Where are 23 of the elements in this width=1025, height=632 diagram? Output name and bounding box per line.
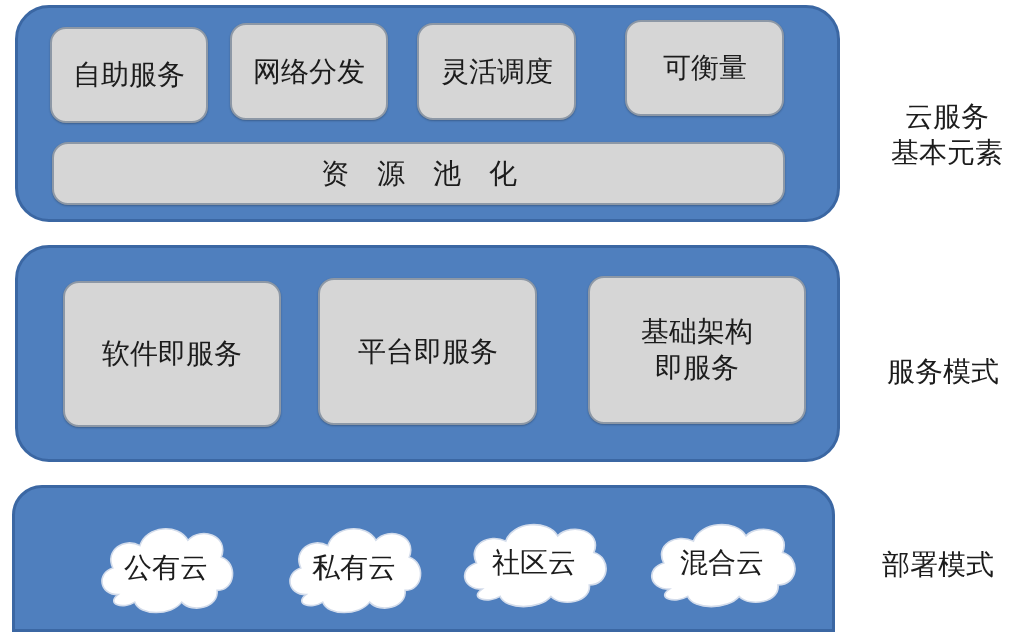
rounded-box [50, 27, 208, 123]
node-label: 公有云 [124, 550, 208, 586]
node-label: 可衡量 [662, 50, 747, 86]
rounded-box [318, 278, 537, 425]
layer-heading: 云服务基本元素 [891, 99, 1003, 171]
layer-heading: 部署模式 [882, 547, 994, 583]
rounded-box [588, 276, 806, 424]
node-label: 私有云 [312, 550, 396, 586]
node-label: 基础架构即服务 [641, 314, 753, 386]
node-label: 软件即服务 [102, 336, 242, 372]
rounded-box [417, 23, 576, 120]
node-label: 平台即服务 [357, 333, 498, 370]
rounded-box [230, 23, 388, 120]
node-label: 自助服务 [73, 57, 185, 93]
node-label: 社区云 [492, 545, 576, 581]
layer-heading: 服务模式 [887, 354, 999, 390]
rounded-box [625, 20, 784, 116]
node-label: 灵活调度 [440, 53, 553, 90]
node-label: 网络分发 [253, 53, 365, 90]
rounded-box [52, 142, 785, 205]
rounded-box [63, 281, 281, 427]
node-label: 资源池化 [320, 155, 517, 192]
node-label: 混合云 [680, 545, 764, 581]
